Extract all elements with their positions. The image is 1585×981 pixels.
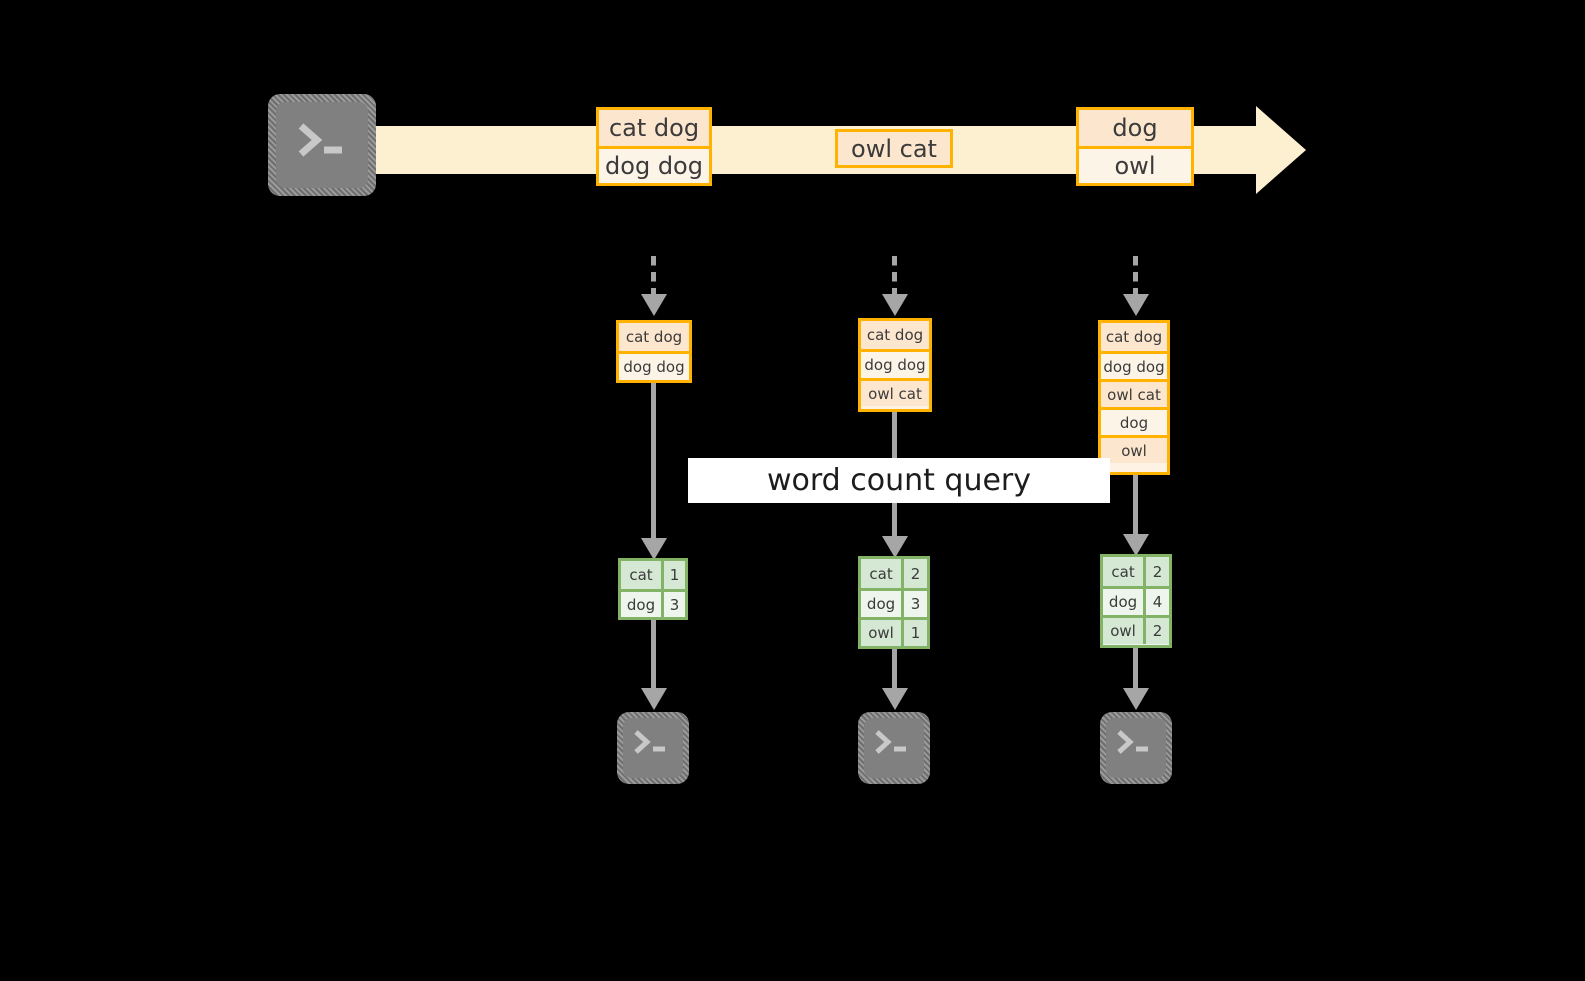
snapshot-1-accumulated-row-2: dog dog [619,351,689,380]
snapshot-1-result-row-1-word: cat [621,561,662,589]
snapshot-1-result-row-2-word: dog [621,592,662,617]
snapshot-3-output-arrowhead [1123,688,1149,710]
stream-message-1[interactable]: cat dog dog dog [596,107,712,186]
stream-message-3[interactable]: dog owl [1076,107,1194,186]
terminal-prompt-icon [298,123,342,157]
snapshot-3-result-row-1: cat 2 [1103,557,1169,586]
snapshot-1-result-row-1: cat 1 [621,561,685,589]
snapshot-1-accumulated-messages[interactable]: cat dog dog dog [616,320,692,383]
snapshot-2-result-row-2-word: dog [861,591,902,617]
snapshot-3-accumulated-row-2: dog dog [1101,351,1167,379]
snapshot-2-result-row-3-word: owl [861,620,902,646]
snapshot-3-tap-arrowhead [1123,294,1149,316]
snapshot-3-tap-line [1133,256,1138,294]
snapshot-1-consumer-terminal-icon[interactable] [617,712,689,784]
snapshot-2-consumer-terminal-icon[interactable] [858,712,930,784]
snapshot-1-result-row-2-count: 3 [661,592,685,617]
snapshot-1-output-arrowhead [641,688,667,710]
snapshot-3-result-row-3: owl 2 [1103,615,1169,644]
snapshot-2-accumulated-messages[interactable]: cat dog dog dog owl cat [858,318,932,412]
snapshot-2-tap-arrowhead [882,294,908,316]
snapshot-1-result-row-1-count: 1 [661,561,685,589]
snapshot-3-accumulated-row-1: cat dog [1101,323,1167,351]
snapshot-3-result-table[interactable]: cat 2 dog 4 owl 2 [1100,554,1172,648]
snapshot-2-output-arrowhead [882,688,908,710]
snapshot-2-tap-line [892,256,897,294]
snapshot-3-consumer-terminal-icon[interactable] [1100,712,1172,784]
snapshot-1-output-line [651,620,656,688]
snapshot-3-result-row-1-word: cat [1103,557,1144,586]
terminal-screen [276,102,368,188]
snapshot-3-result-row-2: dog 4 [1103,586,1169,615]
terminal-prompt-icon [1117,730,1148,754]
snapshot-2-query-arrowhead [882,536,908,558]
snapshot-3-result-row-2-count: 4 [1143,589,1169,615]
snapshot-1-result-row-2: dog 3 [621,589,685,617]
stream-message-3-row-1: dog [1079,110,1191,146]
snapshot-3-result-row-3-word: owl [1103,618,1144,644]
snapshot-2-result-table[interactable]: cat 2 dog 3 owl 1 [858,556,930,649]
message-stream-arrowhead [1256,106,1306,194]
snapshot-1-query-arrowhead [641,538,667,560]
stream-message-1-row-1: cat dog [599,110,709,146]
snapshot-1-tap-arrowhead [641,294,667,316]
terminal-prompt-icon [875,730,906,754]
snapshot-3-output-line [1133,648,1138,688]
snapshot-2-result-row-1: cat 2 [861,559,927,588]
snapshot-3-accumulated-row-5: owl [1101,435,1167,463]
stream-message-2[interactable]: owl cat [835,129,953,168]
terminal-prompt-icon [634,730,665,754]
snapshot-2-result-row-3: owl 1 [861,617,927,646]
snapshot-3-result-row-1-count: 2 [1143,557,1169,586]
snapshot-3-accumulated-messages[interactable]: cat dog dog dog owl cat dog owl [1098,320,1170,475]
snapshot-3-query-line [1133,475,1138,534]
snapshot-2-result-row-1-count: 2 [901,559,927,588]
snapshot-2-result-row-2: dog 3 [861,588,927,617]
snapshot-2-result-row-1-word: cat [861,559,902,588]
snapshot-2-result-row-2-count: 3 [901,591,927,617]
snapshot-2-accumulated-row-3: owl cat [861,378,929,406]
snapshot-1-query-line [651,383,656,538]
snapshot-2-output-line [892,649,897,688]
snapshot-2-result-row-3-count: 1 [901,620,927,646]
snapshot-3-accumulated-row-4: dog [1101,407,1167,435]
stream-message-2-row-1: owl cat [838,132,950,165]
snapshot-3-accumulated-row-3: owl cat [1101,379,1167,407]
query-label: word count query [688,458,1110,503]
stream-message-3-row-2: owl [1079,146,1191,183]
snapshot-1-result-table[interactable]: cat 1 dog 3 [618,558,688,620]
stream-message-1-row-2: dog dog [599,146,709,183]
snapshot-2-accumulated-row-2: dog dog [861,349,929,378]
snapshot-1-accumulated-row-1: cat dog [619,323,689,351]
snapshot-3-query-arrowhead [1123,534,1149,556]
producer-terminal-icon[interactable] [268,94,376,196]
snapshot-1-tap-line [651,256,656,294]
snapshot-2-accumulated-row-1: cat dog [861,321,929,349]
snapshot-3-result-row-3-count: 2 [1143,618,1169,644]
snapshot-3-result-row-2-word: dog [1103,589,1144,615]
